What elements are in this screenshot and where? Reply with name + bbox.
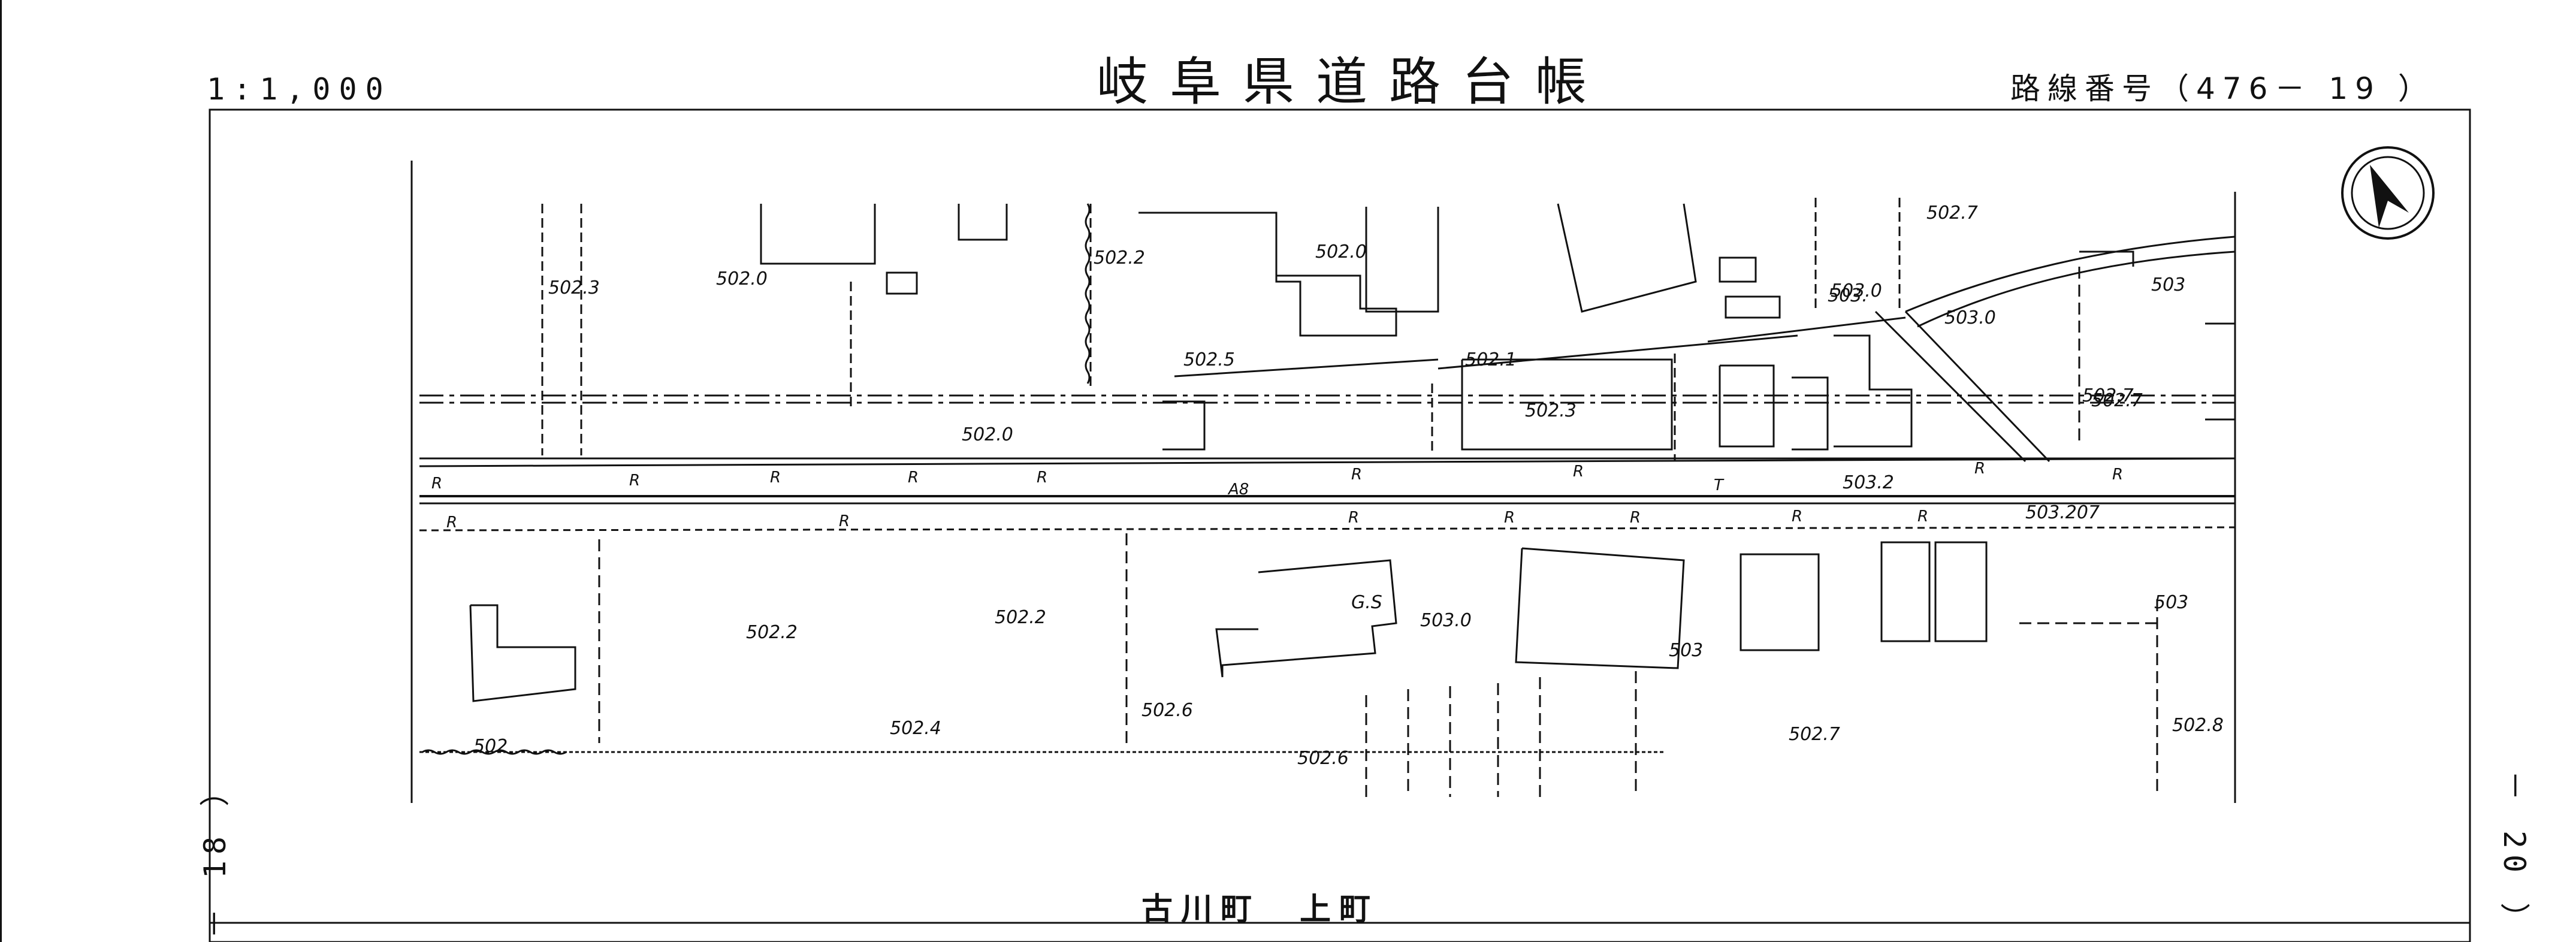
side-road xyxy=(1174,236,2236,463)
main-road xyxy=(419,394,2236,753)
elevation-label: 503.207 xyxy=(2025,502,2100,523)
elevation-label: 502.4 xyxy=(890,718,941,739)
buildings-south xyxy=(469,533,2158,797)
road-mark: R xyxy=(839,512,850,530)
map-frame xyxy=(209,108,2471,942)
north-arrow xyxy=(2341,146,2435,240)
buildings-north xyxy=(760,203,2236,451)
elevation-label: 503 xyxy=(2151,274,2185,295)
road-mark: A8 xyxy=(1227,481,1249,499)
road-mark: R xyxy=(446,514,457,532)
elevation-label: 503 xyxy=(1669,640,1703,661)
road-mark: R xyxy=(1037,469,1047,487)
elevation-label: 502.7 xyxy=(1789,724,1840,745)
property-lines xyxy=(541,198,1901,461)
elevation-label: 503 xyxy=(2154,592,2188,613)
elevation-label: 502.7 xyxy=(2082,385,2134,406)
elevation-label: 502.0 xyxy=(962,424,1013,445)
elevation-label: 502.1 xyxy=(1465,349,1517,370)
sheet-title: 岐阜県道路台帳 xyxy=(1097,52,1608,112)
road-mark: R xyxy=(1630,509,1641,527)
elevation-label: 502.0 xyxy=(1315,241,1367,262)
elevation-label: 503.0 xyxy=(1831,280,1882,301)
road-mark: R xyxy=(1792,508,1802,526)
road-mark: R xyxy=(1504,509,1515,527)
road-mark: R xyxy=(770,469,781,487)
road-mark: R xyxy=(431,475,442,493)
map-scale: 1:1,000 xyxy=(207,72,392,107)
elevation-label: 503. xyxy=(1828,285,1868,306)
road-mark: R xyxy=(1573,463,1584,481)
elevation-label: 502.7 xyxy=(1926,203,1978,224)
parking-stripes xyxy=(1365,671,1637,797)
elevation-label: 502.3 xyxy=(548,277,600,298)
elevation-label: 502.0 xyxy=(716,268,768,289)
road-mark: R xyxy=(1351,466,1362,484)
road-mark: R xyxy=(629,472,640,490)
elevation-label: 503.0 xyxy=(1420,610,1472,631)
road-mark: R xyxy=(1917,508,1928,526)
stream-line-2 xyxy=(422,749,567,755)
elevation-label: 502.6 xyxy=(1297,748,1349,769)
route-number: 路線番号（476－ 19 ） xyxy=(2010,71,2435,106)
elevation-label: 502.3 xyxy=(1525,400,1577,421)
elevation-label: 502.2 xyxy=(995,607,1046,628)
elevation-label: 503.2 xyxy=(1843,472,1894,493)
road-mark: R xyxy=(908,469,919,487)
elevation-label: 503.0 xyxy=(1944,307,1996,328)
elevation-label: 502 xyxy=(473,736,508,757)
elevation-label: 502.2 xyxy=(1094,247,1145,268)
district-label: 古川町 上町 xyxy=(1141,892,1379,928)
elevation-label: 502.8 xyxy=(2172,715,2224,736)
road-mark: R xyxy=(2112,466,2123,484)
stream-line-1 xyxy=(1085,203,1091,384)
road-mark: T xyxy=(1714,476,1725,494)
elevation-label: 502.6 xyxy=(1141,700,1193,721)
road-mark: R xyxy=(1348,509,1359,527)
elevation-label: 502.7 xyxy=(2091,390,2143,411)
elevation-label: 502.5 xyxy=(1183,349,1235,370)
road-marks: R R R R R R R R R R R R R R R R A8 T xyxy=(431,460,2123,532)
road-mark: R xyxy=(1974,460,1985,478)
gas-station-label: G.S xyxy=(1351,592,1382,613)
elevation-labels: 502.3 502.0 502.2 502.0 502.5 502.1 502.… xyxy=(473,203,2224,769)
elevation-label: 502.2 xyxy=(746,622,798,643)
